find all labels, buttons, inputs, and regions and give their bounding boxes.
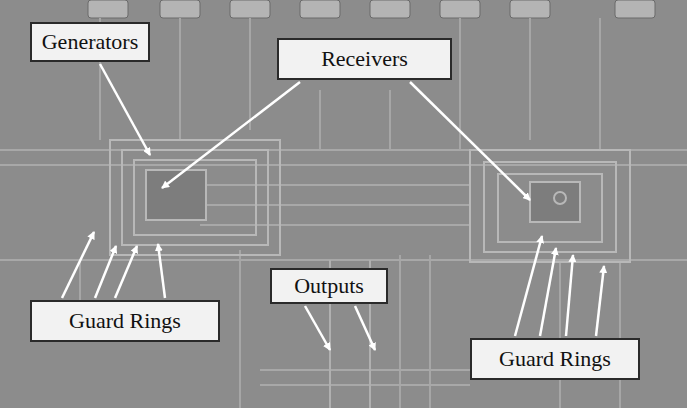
callout-box: Outputs (270, 268, 388, 304)
callout-box: Guard Rings (30, 300, 220, 342)
callout-box: Generators (30, 22, 150, 62)
callout-label: Generators (42, 29, 139, 55)
callout-label: Guard Rings (499, 346, 611, 372)
callout-box: Guard Rings (470, 338, 640, 380)
callout-box: Receivers (277, 38, 452, 80)
callout-label: Guard Rings (69, 308, 181, 334)
callout-label: Receivers (321, 46, 408, 72)
callout-label: Outputs (294, 273, 364, 299)
